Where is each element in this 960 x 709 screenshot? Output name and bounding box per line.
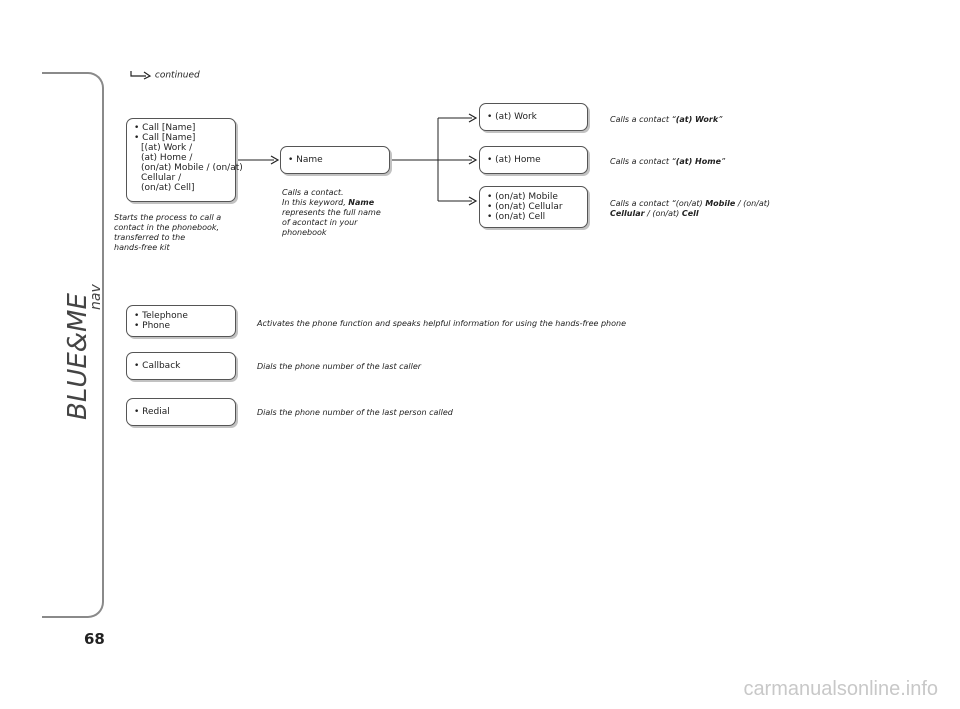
continued-arrow-icon	[130, 71, 152, 80]
note-line: of acontact in your	[282, 218, 358, 227]
command-line: (at) Home /	[141, 153, 193, 163]
note-line: represents the full name	[282, 208, 381, 217]
note-text: ”	[721, 157, 726, 166]
command-line: • (on/at) Cellular	[487, 202, 563, 212]
continued-marker: continued	[130, 70, 200, 81]
mobile-command-box: • (on/at) Mobile • (on/at) Cellular • (o…	[479, 186, 588, 228]
brand-logo-sub: nav	[88, 284, 104, 310]
note-line: transferred to the	[114, 233, 186, 242]
note-text: Calls a contact “(on/at)	[610, 199, 706, 208]
arrow-right-icon	[270, 155, 280, 165]
note-text: ”	[718, 115, 723, 124]
command-line: (on/at) Cell]	[141, 183, 195, 193]
note-bold: (at) Work	[675, 115, 719, 124]
telephone-note: Activates the phone function and speaks …	[257, 319, 626, 328]
command-line: • (at) Home	[487, 155, 541, 165]
sidebar-frame	[42, 72, 104, 618]
command-line: • Telephone	[134, 311, 188, 321]
telephone-command-box: • Telephone • Phone	[126, 305, 236, 337]
command-line: • Name	[288, 155, 323, 165]
command-line: • (on/at) Cell	[487, 212, 546, 222]
note-line: Starts the process to call a	[114, 213, 222, 222]
note-text: Calls a contact “	[610, 157, 676, 166]
command-line: (on/at) Mobile / (on/at)	[141, 163, 243, 173]
callback-note: Dials the phone number of the last calle…	[257, 362, 422, 371]
note-line: phonebook	[282, 228, 327, 237]
command-line: Cellular /	[141, 173, 182, 183]
command-line: • (on/at) Mobile	[487, 192, 558, 202]
command-line: • Callback	[134, 361, 181, 371]
work-note: Calls a contact “(at) Work”	[610, 115, 722, 125]
redial-command-box: • Redial	[126, 398, 236, 426]
note-text: / (on/at)	[735, 199, 771, 208]
note-bold: Mobile	[705, 199, 736, 208]
watermark: carmanualsonline.info	[743, 678, 938, 700]
call-command-box: • Call [Name] • Call [Name] [(at) Work /…	[126, 118, 243, 202]
note-text: Calls a contact “	[610, 115, 676, 124]
note-bold: Cellular	[610, 209, 645, 218]
command-line: • Call [Name]	[134, 123, 196, 133]
home-note: Calls a contact “(at) Home”	[610, 157, 725, 167]
note-bold: Cell	[681, 209, 699, 218]
note-line: contact in the phonebook,	[114, 223, 220, 232]
command-line: • Phone	[134, 321, 171, 331]
command-line: • Call [Name]	[134, 133, 196, 143]
note-line: Calls a contact.	[282, 188, 344, 197]
continued-label: continued	[154, 70, 200, 81]
arrow-right-icon	[468, 155, 478, 165]
name-note: Calls a contact. In this keyword, Name r…	[282, 188, 381, 238]
name-command-box: • Name	[280, 146, 390, 174]
brand-logo: BLUE&ME nav	[34, 260, 114, 430]
work-command-box: • (at) Work	[479, 103, 588, 131]
command-line: • Redial	[134, 407, 170, 417]
command-line: • (at) Work	[487, 112, 537, 122]
redial-note: Dials the phone number of the last perso…	[257, 408, 453, 417]
callback-command-box: • Callback	[126, 352, 236, 380]
arrow-right-icon	[468, 113, 478, 123]
note-line: hands-free kit	[114, 243, 170, 252]
arrow-right-icon	[468, 196, 478, 206]
home-command-box: • (at) Home	[479, 146, 588, 174]
call-note: Starts the process to call a contact in …	[114, 213, 221, 253]
mobile-note: Calls a contact “(on/at) Mobile / (on/at…	[610, 199, 770, 219]
page-number: 68	[84, 630, 105, 648]
note-text: / (on/at)	[644, 209, 682, 218]
note-bold: (at) Home	[675, 157, 721, 166]
note-bold: Name	[348, 198, 375, 207]
note-line: In this keyword,	[282, 198, 349, 207]
command-line: [(at) Work /	[141, 143, 193, 153]
brand-logo-text: BLUE&ME	[63, 293, 93, 420]
